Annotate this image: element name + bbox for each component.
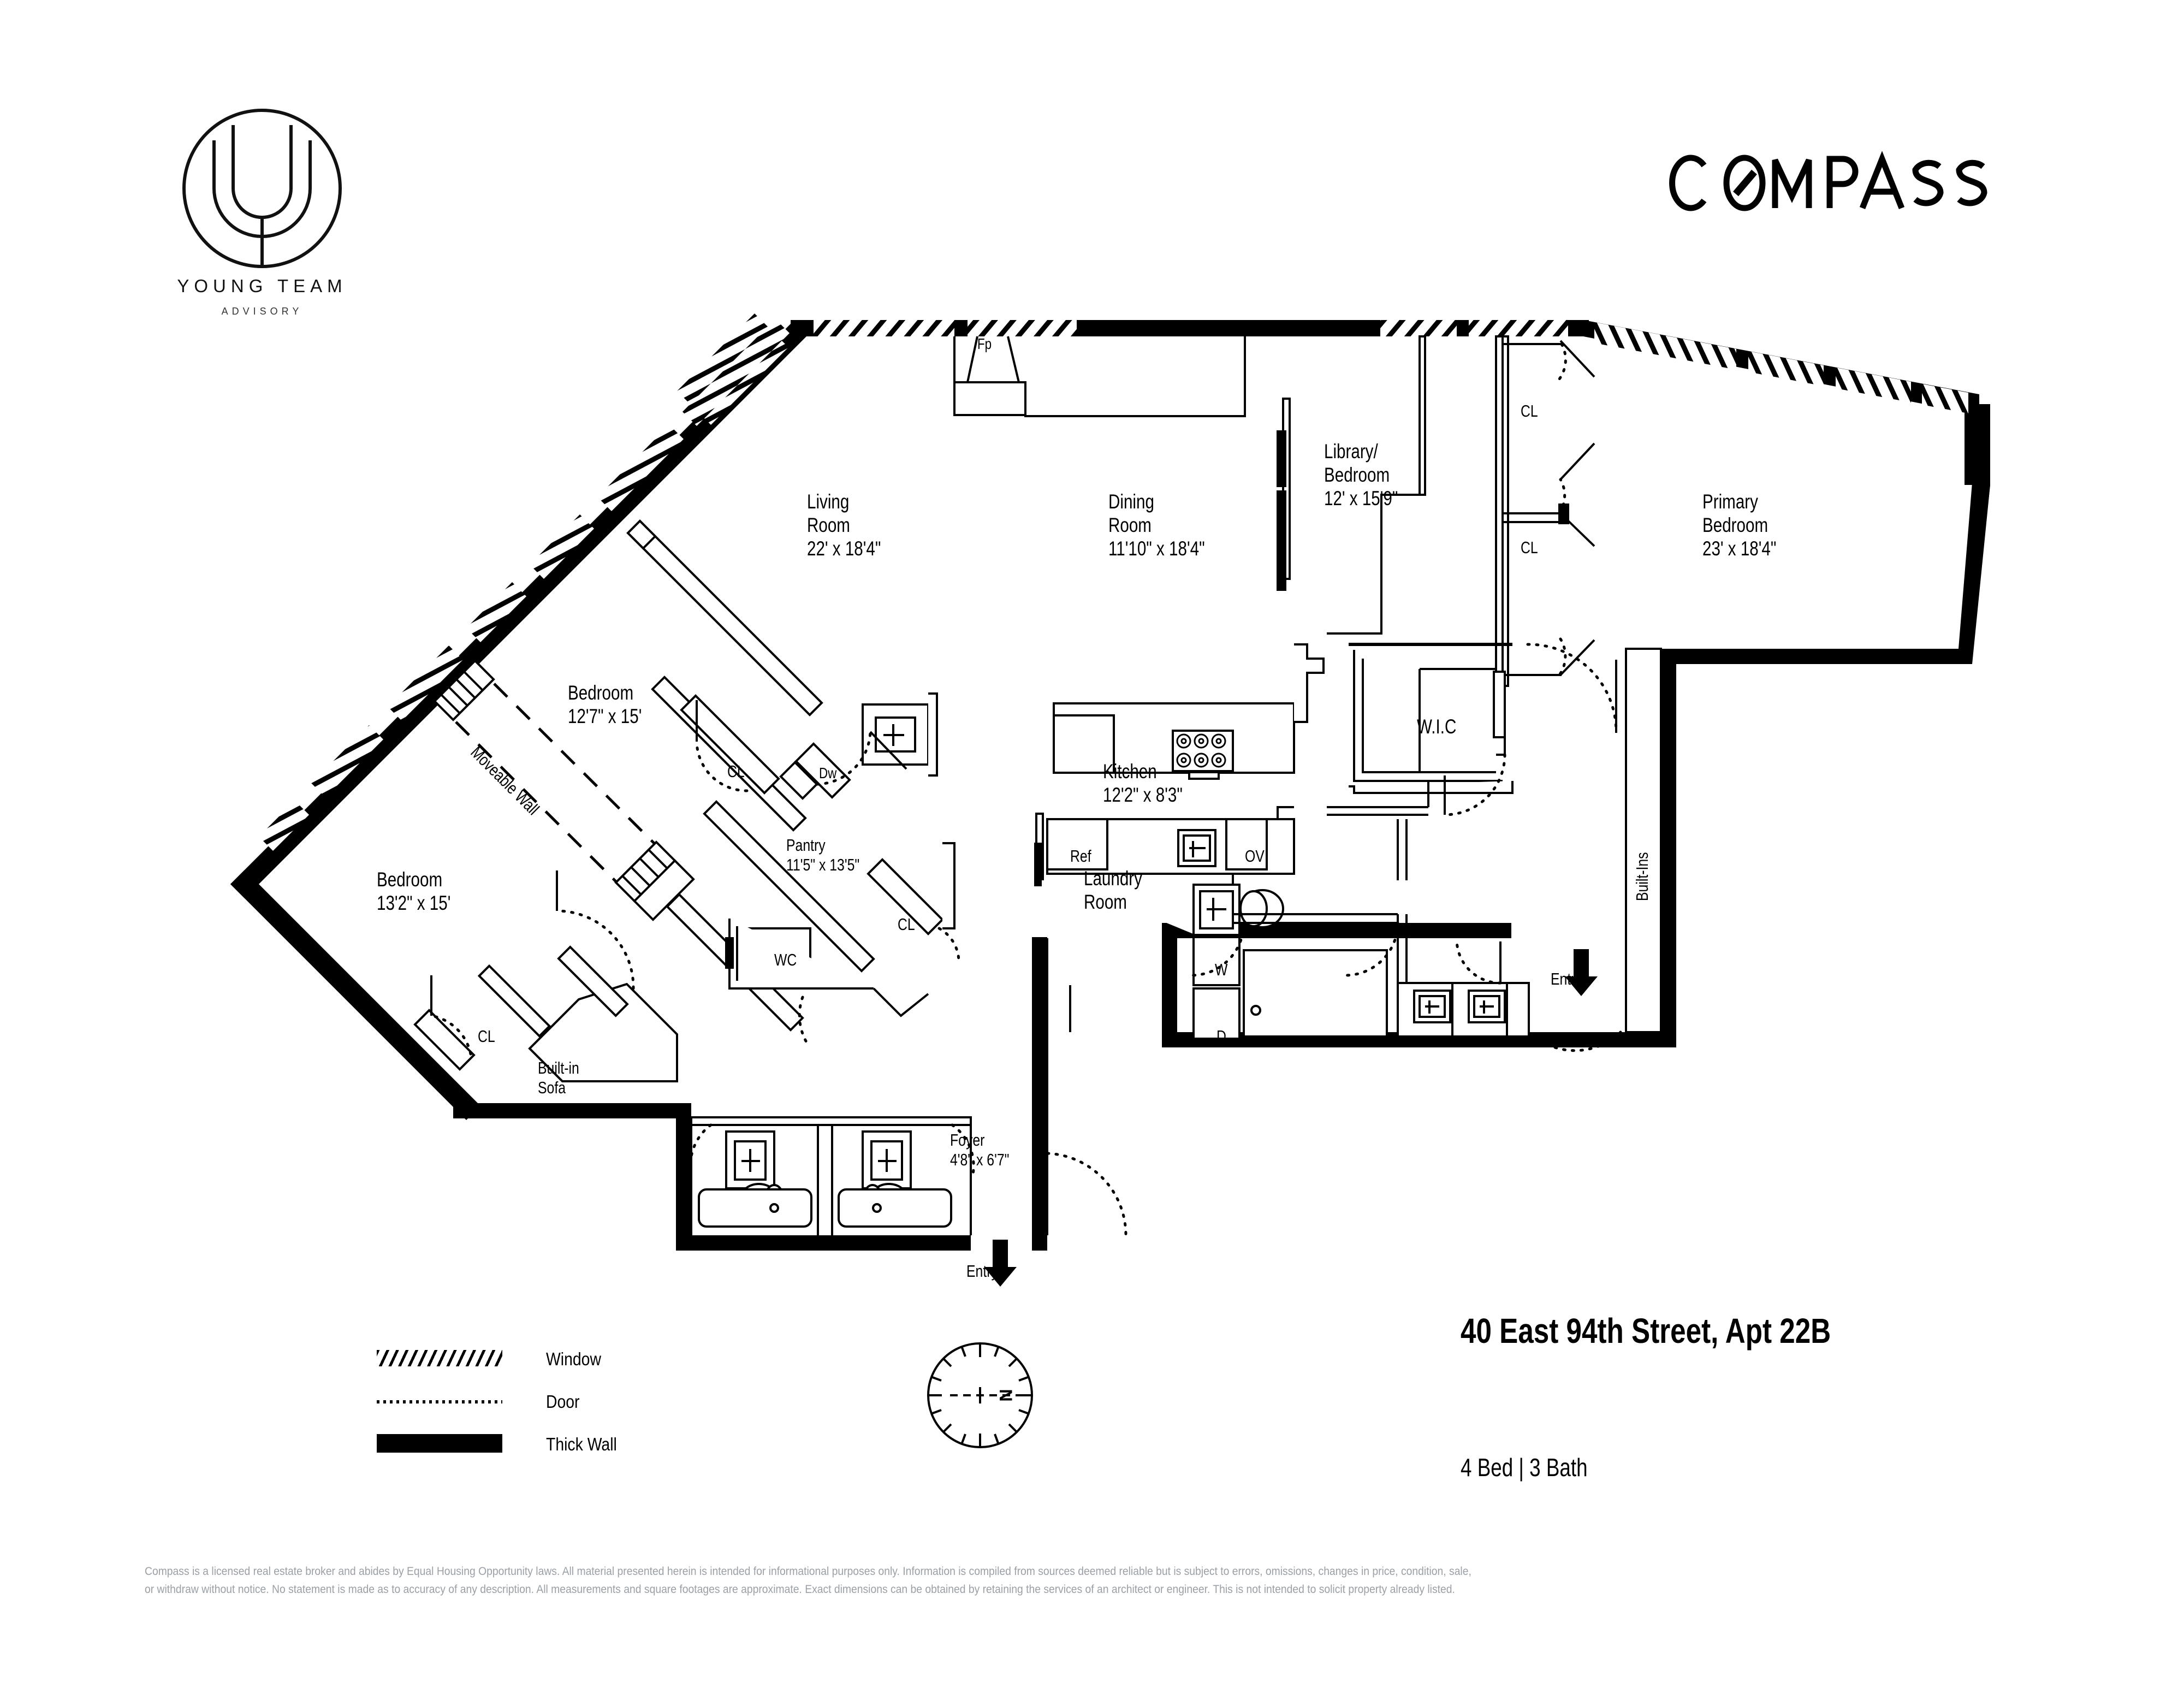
- room-label-library-bedroom: Library/ Bedroom 12' x 15'9": [1324, 440, 1398, 510]
- room-label-pantry: Pantry 11'5" x 13'5": [786, 836, 860, 874]
- annotation-built-in-sofa: Built-in Sofa: [538, 1058, 579, 1097]
- annotation-oven: OV: [1245, 846, 1265, 866]
- annotation-fireplace: Fp: [977, 335, 992, 352]
- room-label-bedroom-3: Bedroom 13'2" x 15': [377, 868, 451, 914]
- annotation-closet-3: CL: [727, 762, 745, 781]
- annotation-closet-5: CL: [478, 1027, 495, 1046]
- room-label-dining-room: Dining Room 11'10" x 18'4": [1108, 490, 1205, 560]
- compass-rose-icon: N: [917, 1332, 1043, 1458]
- disclaimer: Compass is a licensed real estate broker…: [145, 1563, 1913, 1598]
- annotation-water-closet: WC: [774, 950, 797, 969]
- legend-row-window: Window: [377, 1349, 759, 1391]
- room-label-foyer: Foyer 4'8" x 6'7": [950, 1130, 1010, 1169]
- legend-label-thick-wall: Thick Wall: [546, 1434, 617, 1454]
- room-label-primary-bedroom: Primary Bedroom 23' x 18'4": [1702, 490, 1777, 560]
- annotation-built-ins: Built-Ins: [1633, 852, 1652, 901]
- annotation-closet-2: CL: [1521, 538, 1538, 557]
- annotation-entry-foyer: Entry: [966, 1261, 998, 1281]
- thick-wall-swatch-icon: [377, 1434, 502, 1453]
- young-team-tagline: ADVISORY: [221, 306, 303, 317]
- disclaimer-line-1: Compass is a licensed real estate broker…: [145, 1565, 1471, 1578]
- young-team-logo-icon: [180, 106, 344, 281]
- annotation-washer: W: [1215, 960, 1228, 979]
- room-label-laundry-room: Laundry Room: [1084, 867, 1142, 913]
- door-swatch-icon: [377, 1400, 502, 1403]
- legend-label-window: Window: [546, 1349, 601, 1369]
- annotation-entry-primary: Entry: [1551, 969, 1582, 988]
- disclaimer-line-2: or withdraw without notice. No statement…: [145, 1583, 1455, 1596]
- legend-label-door: Door: [546, 1391, 580, 1412]
- listing-beds-baths: 4 Bed | 3 Bath: [1461, 1453, 1588, 1482]
- room-label-living-room: Living Room 22' x 18'4": [807, 490, 881, 560]
- compass-north-letter: N: [996, 1389, 1016, 1401]
- listing-address: 40 East 94th Street, Apt 22B: [1461, 1311, 1831, 1351]
- annotation-closet-4: CL: [898, 915, 915, 934]
- room-label-kitchen: Kitchen 12'2" x 8'3": [1103, 760, 1183, 806]
- young-team-wordmark: YOUNG TEAM: [177, 276, 347, 296]
- annotation-dryer: D: [1216, 1027, 1226, 1046]
- window-swatch-icon: [377, 1350, 502, 1366]
- room-label-bedroom-2: Bedroom 12'7" x 15': [568, 682, 642, 727]
- legend-row-thick-wall: Thick Wall: [377, 1434, 759, 1477]
- annotation-closet-1: CL: [1521, 401, 1538, 420]
- annotation-moveable-wall: Moveable Wall: [467, 743, 543, 819]
- legend: Window Door Thick Wall: [377, 1349, 759, 1477]
- room-label-wic: W.I.C: [1417, 715, 1457, 738]
- compass-logo-icon: [1668, 150, 2007, 216]
- annotation-refrigerator: Ref: [1070, 846, 1091, 866]
- legend-row-door: Door: [377, 1391, 759, 1434]
- annotation-dishwasher: Dw: [819, 765, 837, 781]
